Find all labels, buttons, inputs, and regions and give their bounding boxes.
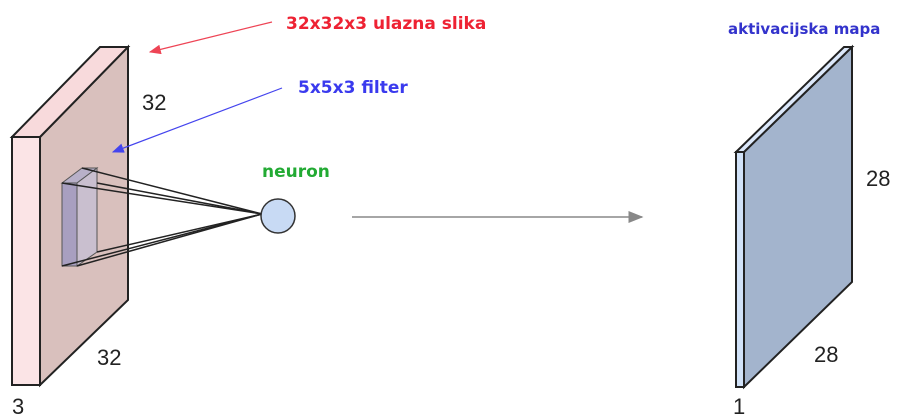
filter-label: 5x5x3 filter xyxy=(298,78,408,98)
connection-line xyxy=(96,182,263,215)
filter-side-face xyxy=(61,182,78,267)
activation-map-label: aktivacijska mapa xyxy=(728,20,880,38)
filter-label-pointer xyxy=(111,87,283,153)
input-label-pointer xyxy=(148,21,273,55)
map-width-label: 28 xyxy=(814,342,838,367)
neuron-label: neuron xyxy=(262,162,330,182)
map-depth-label: 1 xyxy=(733,394,745,418)
activation-map-side-face xyxy=(735,151,745,388)
connection-line xyxy=(81,167,263,215)
connection-line xyxy=(61,182,263,215)
map-height-label: 28 xyxy=(866,166,890,191)
input-height-label: 32 xyxy=(142,90,166,115)
input-depth-label: 3 xyxy=(12,394,24,418)
filter-volume xyxy=(60,167,99,267)
filter-to-neuron-connections xyxy=(61,167,263,267)
connection-line xyxy=(61,213,263,267)
input-volume-label: 32x32x3 ulazna slika xyxy=(286,14,486,34)
input-volume-top-face xyxy=(9,46,131,138)
neuron-circle xyxy=(260,198,296,234)
activation-map-volume xyxy=(733,44,855,390)
input-width-label: 32 xyxy=(97,345,121,370)
filter-front-face xyxy=(76,167,98,267)
connection-line xyxy=(96,213,263,253)
activation-map-top-face xyxy=(733,46,855,153)
input-volume-side-face xyxy=(11,136,41,386)
